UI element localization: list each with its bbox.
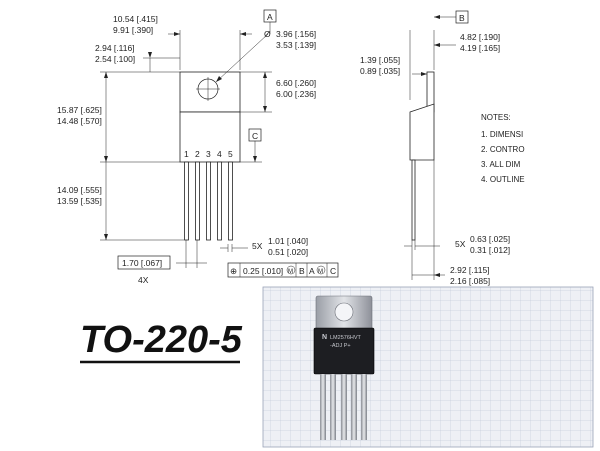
pin-number: 1 [184, 149, 189, 159]
datum-c-label: C [252, 131, 258, 141]
side-lead [411, 159, 416, 241]
lead-length-min: 13.59 [.535] [57, 196, 102, 206]
note-item: 3. ALL DIM [481, 160, 521, 169]
datum-b-label: B [459, 13, 465, 23]
tolerance-mmc-2: M [318, 269, 323, 275]
leads [184, 161, 233, 241]
tolerance-value: 0.25 [.010] [243, 266, 283, 276]
lead-offset-max: 2.92 [.115] [450, 265, 490, 275]
note-item: 4. OUTLINE [481, 175, 525, 184]
lead-width-count: 5X [252, 241, 263, 251]
lead-thickness-min: 0.31 [.012] [470, 245, 510, 255]
side-view: B 4.82 [.190] 4.19 [.165] 1.39 [.055] 0.… [360, 10, 510, 286]
pitch-box [117, 255, 171, 270]
pin-number: 2 [195, 149, 200, 159]
pin-number: 3 [206, 149, 211, 159]
package-photo: N LM2576HVT -ADJ P+ [262, 286, 594, 448]
hole-offset-min: 2.54 [.100] [95, 54, 135, 64]
package-title: TO-220-5 [80, 319, 243, 361]
tab-thickness-min: 0.89 [.035] [360, 66, 400, 76]
notes: NOTES: 1. DIMENSI 2. CONTRO 3. ALL DIM 4… [481, 113, 525, 184]
hole-height-min: 6.00 [.236] [276, 89, 316, 99]
front-view: 1 2 3 4 5 10.54 [.415] 9.91 [.390] A 2.9… [57, 9, 339, 285]
hole-dia-max: 3.96 [.156] [276, 29, 316, 39]
side-body [409, 103, 435, 161]
notes-heading: NOTES: [481, 113, 511, 122]
pin-number: 5 [228, 149, 233, 159]
pitch-count: 4X [138, 275, 149, 285]
width-max: 10.54 [.415] [113, 14, 158, 24]
body-depth-max: 4.82 [.190] [460, 32, 500, 42]
position-symbol: ⊕ [230, 266, 237, 276]
hole-height-max: 6.60 [.260] [276, 78, 316, 88]
note-item: 2. CONTRO [481, 145, 525, 154]
pitch-value: 1.70 [.067] [122, 258, 162, 268]
tab-height-max: 15.87 [.625] [57, 105, 102, 115]
package-body [179, 111, 241, 163]
tolerance-datum-c: C [330, 266, 336, 276]
photo-leads [320, 374, 367, 440]
lead-offset-min: 2.16 [.085] [450, 276, 490, 286]
tolerance-mmc: M [288, 269, 293, 275]
tolerance-datum-b: B [299, 266, 305, 276]
hole-dia-min: 3.53 [.139] [276, 40, 316, 50]
lead-thickness-count: 5X [455, 239, 466, 249]
lead-length-max: 14.09 [.555] [57, 185, 102, 195]
datum-a-label: A [267, 12, 273, 22]
lead-width-min: 0.51 [.020] [268, 247, 308, 257]
pin-number: 4 [217, 149, 222, 159]
photo-marking: -ADJ P+ [330, 343, 351, 349]
lead-thickness-max: 0.63 [.025] [470, 234, 510, 244]
tab-thickness-max: 1.39 [.055] [360, 55, 400, 65]
note-item: 1. DIMENSI [481, 130, 523, 139]
tab-outline [179, 71, 241, 113]
hole-dia-symbol: Ø [264, 29, 271, 39]
body-depth-min: 4.19 [.165] [460, 43, 500, 53]
tolerance-datum-a: A [309, 266, 315, 276]
feature-control-frame: ⊕ 0.25 [.010] M B A M C [227, 262, 339, 278]
photo-logo: N [322, 334, 327, 341]
graph-paper [263, 287, 593, 447]
photo-marking: LM2576HVT [330, 335, 362, 341]
hole-offset-max: 2.94 [.116] [95, 43, 135, 53]
photo-hole [334, 302, 354, 322]
lead-width-max: 1.01 [.040] [268, 236, 308, 246]
width-min: 9.91 [.390] [113, 25, 153, 35]
tab-height-min: 14.48 [.570] [57, 116, 102, 126]
